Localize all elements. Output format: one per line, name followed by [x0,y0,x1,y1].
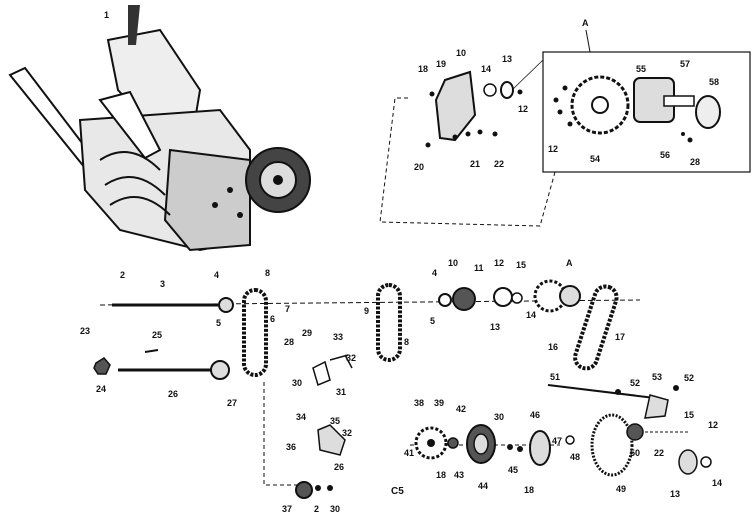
part-label: 5 [430,316,435,326]
part-label: 51 [550,372,560,382]
part-label: 10 [448,258,458,268]
part-label: 28 [690,157,700,167]
part-label: 58 [709,77,719,87]
part-label: 16 [548,342,558,352]
part-label: A [566,258,573,268]
machine-assembly-illustration [8,5,311,252]
part-label: 5 [216,318,221,328]
part-label: 20 [414,162,424,172]
part-label: 45 [508,465,518,475]
part-label: 2 [120,270,125,280]
part-label: 32 [342,428,352,438]
part-label: 44 [478,481,488,491]
part-label: 8 [404,337,409,347]
part-label: 36 [286,442,296,452]
part-label: 18 [436,470,446,480]
part-label: 28 [284,337,294,347]
part-label: 14 [481,64,491,74]
part-label: 26 [168,389,178,399]
part-label: 47 [552,436,562,446]
inset-box-a [542,51,751,173]
part-label: 18 [418,64,428,74]
part-label: 19 [436,59,446,69]
part-label: 37 [282,504,292,514]
part-label: 21 [470,159,480,169]
gear-row [410,424,575,466]
right-shaft-group [547,384,712,475]
lower-shaft-row [93,349,230,380]
part-label: 12 [494,258,504,268]
part-label: 7 [285,304,290,314]
part-label: 15 [516,260,526,270]
part-label: 4 [214,270,219,280]
part-label: 26 [334,462,344,472]
part-label: 35 [330,416,340,426]
part-label: 33 [333,332,343,342]
part-label: 14 [526,310,536,320]
part-label: 43 [454,470,464,480]
part-label: 12 [518,104,528,114]
part-label: 50 [630,448,640,458]
part-label: 18 [524,485,534,495]
part-label: 27 [227,398,237,408]
part-label: 53 [652,372,662,382]
part-label: 13 [670,489,680,499]
upper-shaft-row [99,279,641,377]
figure-code: C5 [391,486,404,497]
part-label: 48 [570,452,580,462]
part-label: 52 [684,373,694,383]
part-label: 56 [660,150,670,160]
belt-49 [590,413,634,477]
sprocket-54 [570,75,630,135]
part-label: 30 [292,378,302,388]
part-label: 12 [548,144,558,154]
part-label: 42 [456,404,466,414]
part-label: 14 [712,478,722,488]
part-label: 17 [615,332,625,342]
part-label: 31 [336,387,346,397]
part-label: 41 [404,448,414,458]
part-label: 29 [302,328,312,338]
part-label: 15 [684,410,694,420]
part-label: 34 [296,412,306,422]
part-label: 22 [494,159,504,169]
part-label: 22 [654,448,664,458]
part-label: 13 [490,322,500,332]
part-label: 32 [346,353,356,363]
part-label: 39 [434,398,444,408]
part-label: 8 [265,268,270,278]
part-label: 3 [160,279,165,289]
part-label: 2 [314,504,319,514]
bracket-assembly [425,70,523,148]
part-label: 4 [432,268,437,278]
part-label: 52 [630,378,640,388]
part-label: 6 [270,314,275,324]
part-label: 49 [616,484,626,494]
part-label: 23 [80,326,90,336]
part-label: 57 [680,59,690,69]
part-label: 38 [414,398,424,408]
part-label: 10 [456,48,466,58]
part-label: 55 [636,64,646,74]
part-label: 30 [494,412,504,422]
linkage-assembly [295,354,353,499]
part-label: 24 [96,384,106,394]
part-label: 30 [330,504,340,514]
inset-marker-label: A [582,18,589,28]
part-label: 25 [152,330,162,340]
part-label: 46 [530,410,540,420]
part-label: 11 [474,263,484,273]
part-label: 9 [364,306,369,316]
part-label: 1 [104,10,109,20]
part-label: 54 [590,154,600,164]
part-label: 13 [502,54,512,64]
part-label: 12 [708,420,718,430]
